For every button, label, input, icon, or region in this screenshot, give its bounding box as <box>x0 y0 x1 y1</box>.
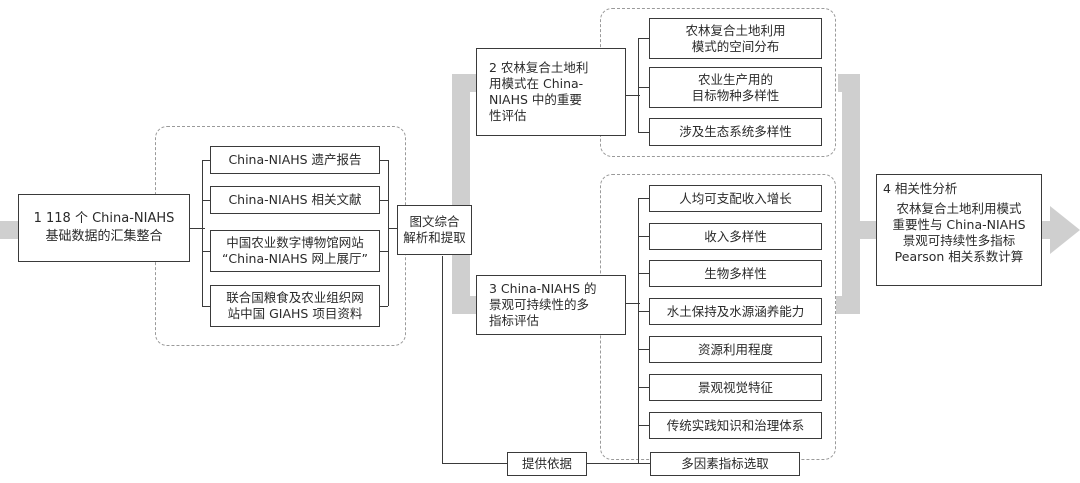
connector-node3-item-7 <box>638 425 649 427</box>
source-fao-giahs: 联合国粮食及农业组织网 站中国 GIAHS 项目资料 <box>210 285 380 327</box>
node-data-collection: 1 118 个 China-NIAHS 基础数据的汇集整合 <box>18 194 190 262</box>
node3-item-biodiversity: 生物多样性 <box>649 260 822 287</box>
flow-arrow-right-lower-h <box>836 296 858 314</box>
node3-item-water-soil: 水土保持及水源涵养能力 <box>649 298 822 325</box>
connector-source-1-r <box>380 160 388 162</box>
connector-node2-items-bracket <box>638 38 640 133</box>
connector-node3-item-1 <box>638 198 649 200</box>
node-importance-assessment: 2 农林复合土地利 用模式在 China- NIAHS 中的重要 性评估 <box>476 48 626 136</box>
node-indicator-selection-label: 多因素指标选取 <box>681 456 769 471</box>
node2-item-species-diversity-label: 农业生产用的 目标物种多样性 <box>691 71 780 103</box>
node3-item-visual-features-label: 景观视觉特征 <box>697 379 773 395</box>
flow-arrow-to-node4 <box>842 221 878 239</box>
source-digital-museum-label: 中国农业数字博物馆网站 “China-NIAHS 网上展厅” <box>221 235 369 266</box>
flow-arrow-right-vertical <box>842 74 860 314</box>
source-heritage-report-label: China-NIAHS 遗产报告 <box>228 152 362 167</box>
connector-source-3 <box>202 251 210 253</box>
connector-node3-item-6 <box>638 387 649 389</box>
connector-node3-item-3 <box>638 273 649 275</box>
connector-sources-left-bracket <box>202 160 204 306</box>
node3-item-resource-use: 资源利用程度 <box>649 336 822 363</box>
connector-node2-item-1 <box>638 38 649 40</box>
node-correlation-analysis-title: 4 相关性分析 <box>883 181 958 196</box>
node2-item-ecosystem-diversity: 涉及生态系统多样性 <box>649 118 822 146</box>
connector-basis-vertical <box>442 256 444 464</box>
source-fao-giahs-label: 联合国粮食及农业组织网 站中国 GIAHS 项目资料 <box>226 290 364 321</box>
source-literature-label: China-NIAHS 相关文献 <box>228 192 362 207</box>
node3-item-resource-use-label: 资源利用程度 <box>697 341 773 357</box>
node-indicator-selection: 多因素指标选取 <box>650 452 800 476</box>
node-sustainability-assessment-label: 3 China-NIAHS 的 景观可持续性的多 指标评估 <box>489 281 597 328</box>
node3-item-visual-features: 景观视觉特征 <box>649 374 822 401</box>
node3-item-water-soil-label: 水土保持及水源涵养能力 <box>666 303 805 319</box>
connector-source-1 <box>202 160 210 162</box>
node-analysis-extraction: 图文综合 解析和提取 <box>397 205 472 255</box>
connector-node3-to-items <box>626 303 640 305</box>
connector-source-4 <box>202 306 210 308</box>
connector-node3-item-4 <box>638 311 649 313</box>
node2-item-spatial-distribution: 农林复合土地利用 模式的空间分布 <box>649 18 822 59</box>
node-importance-assessment-label: 2 农林复合土地利 用模式在 China- NIAHS 中的重要 性评估 <box>489 60 589 123</box>
connector-node2-item-2 <box>638 87 649 89</box>
connector-source-2-r <box>380 200 388 202</box>
source-literature: China-NIAHS 相关文献 <box>210 186 380 214</box>
node3-item-income-growth-label: 人均可支配收入增长 <box>679 190 792 206</box>
connector-source-3-r <box>380 251 388 253</box>
connector-sources-right-bracket <box>388 160 390 306</box>
connector-sources-to-analysis <box>388 228 398 230</box>
node-provide-basis: 提供依据 <box>507 452 587 476</box>
flow-arrow-upper-vertical <box>452 74 470 234</box>
node-correlation-analysis: 4 相关性分析 农林复合土地利用模式 重要性与 China-NIAHS 景观可持… <box>876 174 1042 286</box>
node3-item-income-diversity-label: 收入多样性 <box>704 228 767 244</box>
node-sustainability-assessment: 3 China-NIAHS 的 景观可持续性的多 指标评估 <box>476 275 626 335</box>
node2-item-species-diversity: 农业生产用的 目标物种多样性 <box>649 67 822 108</box>
connector-node2-item-3 <box>638 132 649 134</box>
connector-node3-item-5 <box>638 349 649 351</box>
flow-arrow-lower-horizontal <box>452 296 476 314</box>
node2-item-ecosystem-diversity-label: 涉及生态系统多样性 <box>679 124 792 139</box>
flow-arrow-upper-horizontal <box>452 74 476 92</box>
node3-item-traditional-knowledge: 传统实践知识和治理体系 <box>649 412 822 439</box>
node3-item-income-diversity: 收入多样性 <box>649 223 822 250</box>
connector-source-4-r <box>380 306 388 308</box>
connector-node2-to-items <box>626 95 640 97</box>
connector-node1-to-sources <box>190 228 205 230</box>
node-correlation-analysis-body: 农林复合土地利用模式 重要性与 China-NIAHS 景观可持续性多指标 Pe… <box>892 201 1026 264</box>
flow-arrow-output-head <box>1050 206 1080 254</box>
connector-source-2 <box>202 200 210 202</box>
node-provide-basis-label: 提供依据 <box>521 456 572 471</box>
node3-item-traditional-knowledge-label: 传统实践知识和治理体系 <box>666 417 805 433</box>
source-heritage-report: China-NIAHS 遗产报告 <box>210 146 380 174</box>
flow-arrow-input-shaft <box>0 221 20 239</box>
node3-item-biodiversity-label: 生物多样性 <box>704 265 767 281</box>
node-data-collection-label: 1 118 个 China-NIAHS 基础数据的汇集整合 <box>33 211 175 244</box>
connector-node3-items-bracket <box>638 198 640 464</box>
node-analysis-extraction-label: 图文综合 解析和提取 <box>403 214 466 245</box>
node3-item-income-growth: 人均可支配收入增长 <box>649 185 822 212</box>
source-digital-museum: 中国农业数字博物馆网站 “China-NIAHS 网上展厅” <box>210 230 380 272</box>
node2-item-spatial-distribution-label: 农林复合土地利用 模式的空间分布 <box>685 22 786 54</box>
connector-node3-item-2 <box>638 236 649 238</box>
